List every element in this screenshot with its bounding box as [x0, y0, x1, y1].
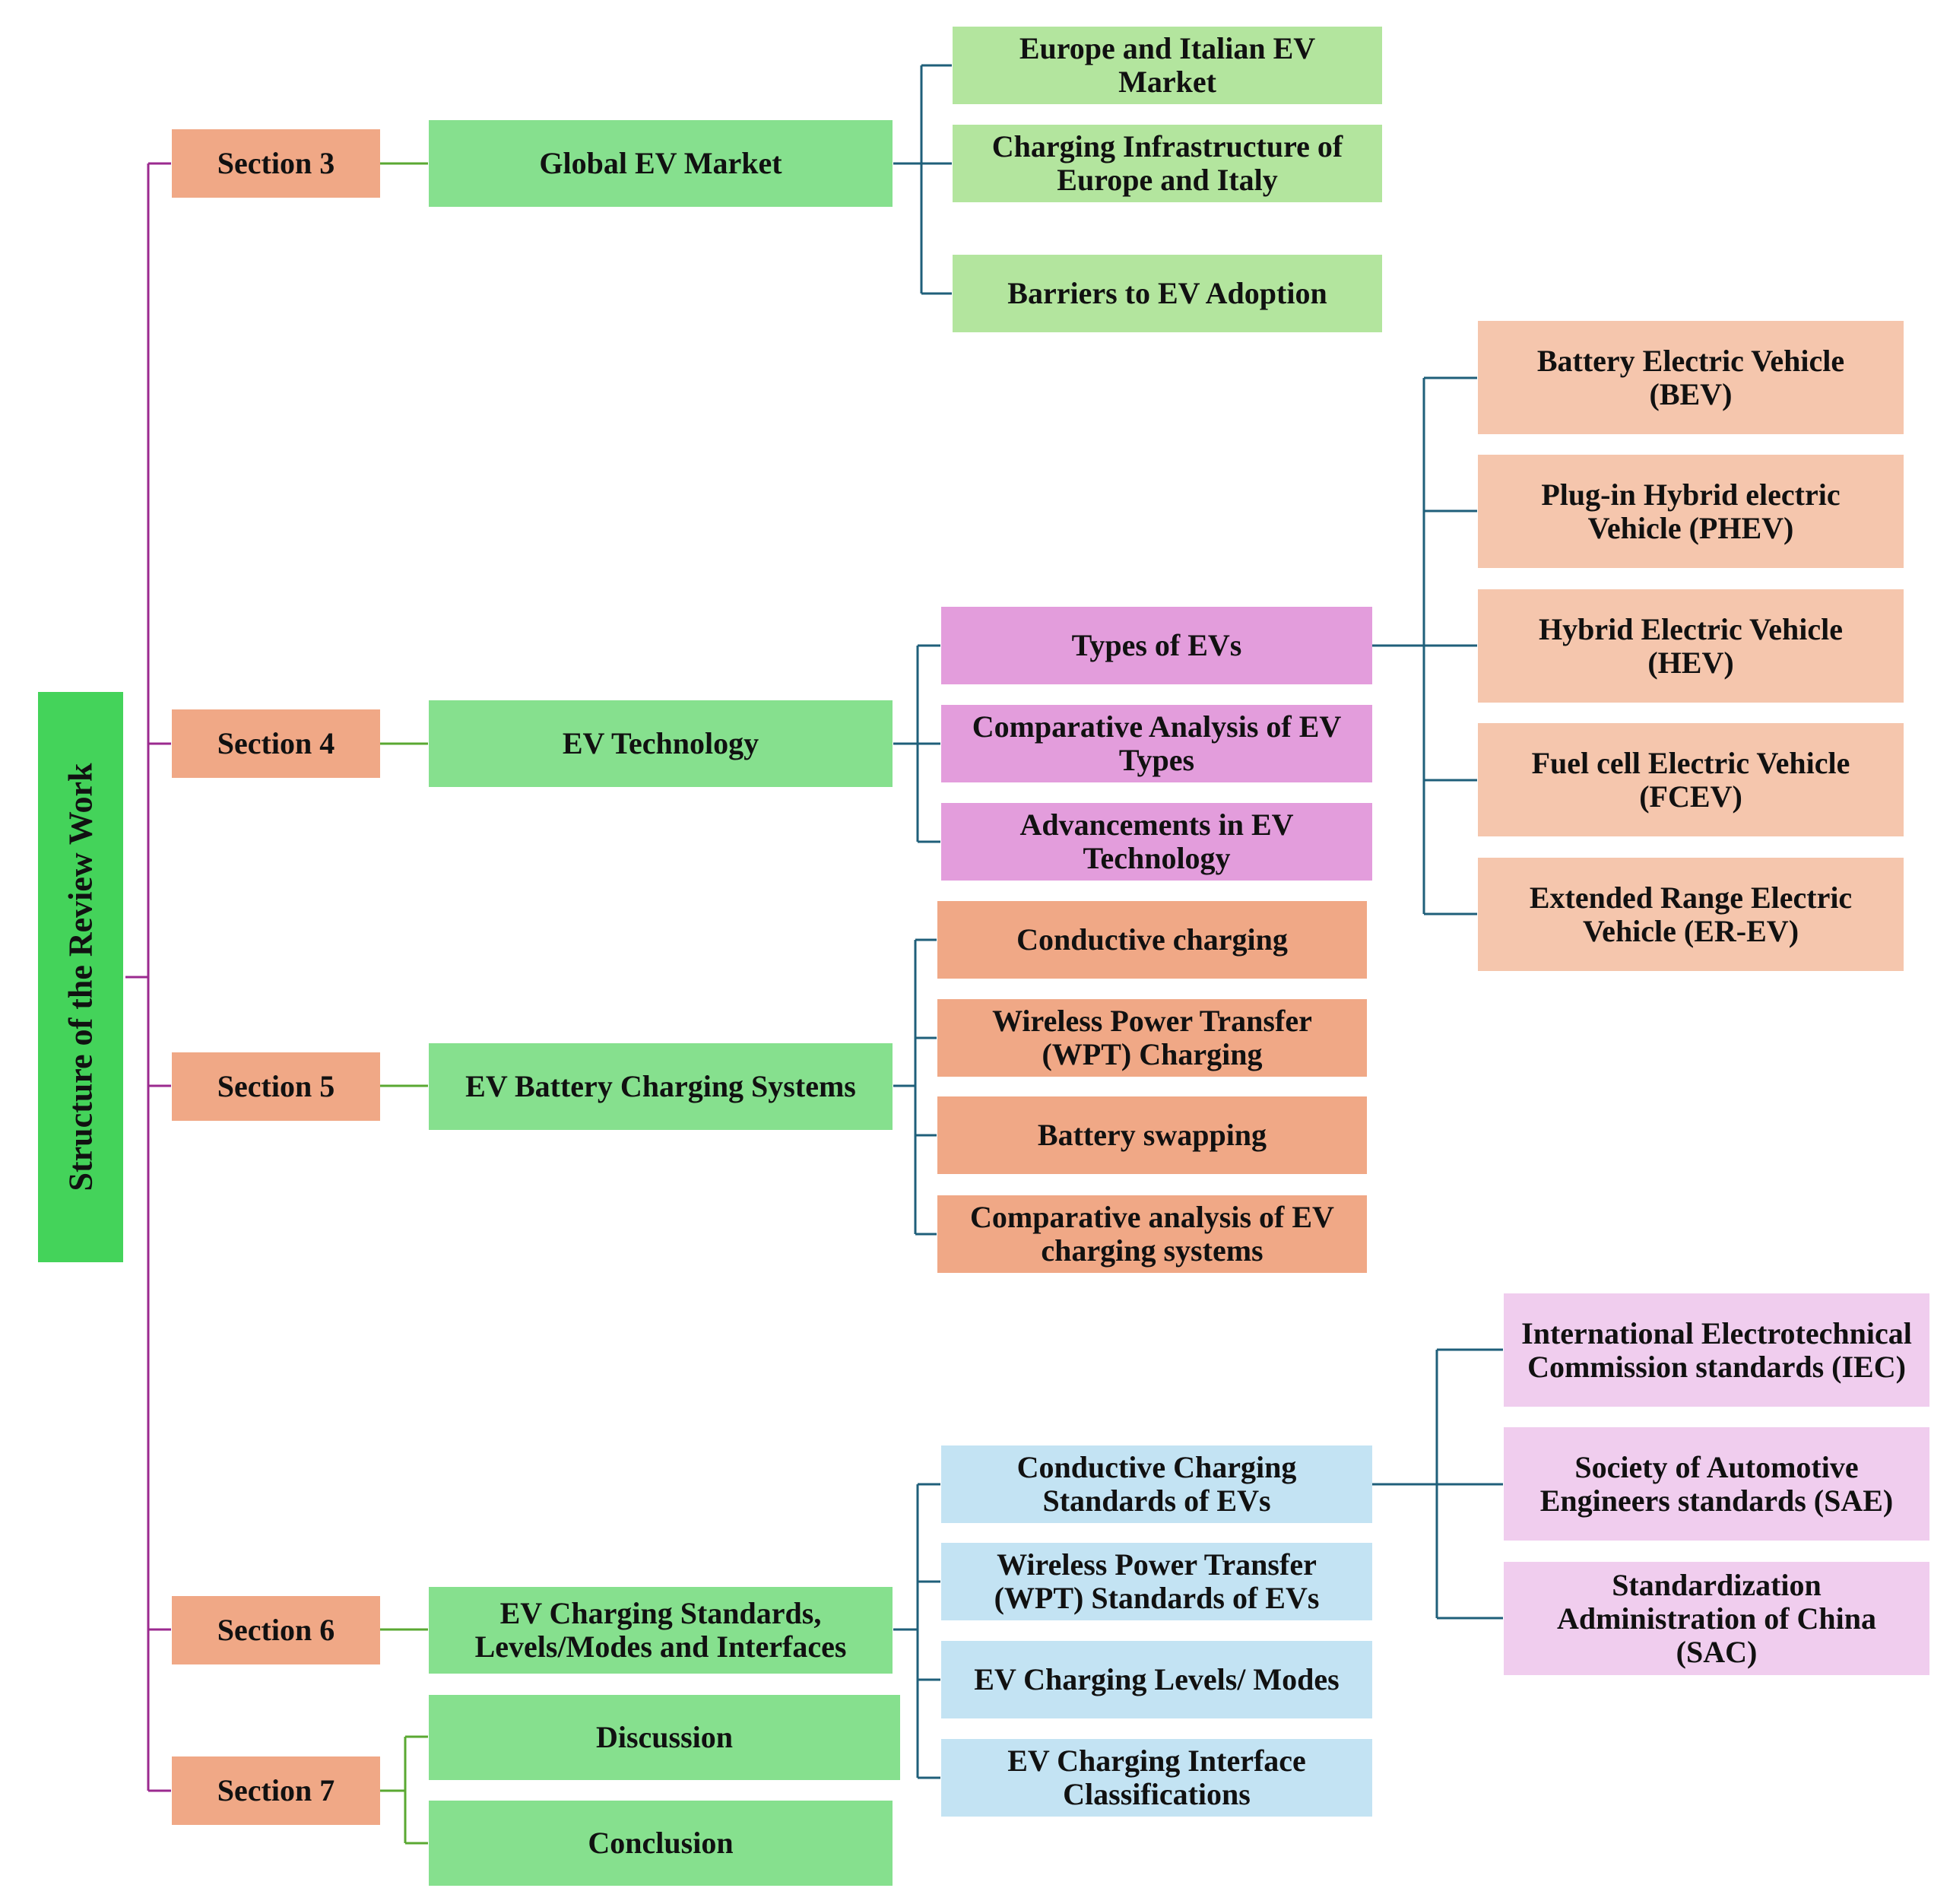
- standard-sae: Society of Automotive Engineers standard…: [1504, 1427, 1929, 1541]
- subtopic-charging-levels-modes: EV Charging Levels/ Modes: [941, 1641, 1372, 1718]
- root-node: Structure of the Review Work: [38, 692, 123, 1262]
- subtopic-types-of-evs: Types of EVs: [941, 607, 1372, 684]
- section-connectors: [380, 162, 428, 1845]
- topic-connectors: [893, 64, 1503, 1779]
- topic-ev-battery-charging-systems: EV Battery Charging Systems: [429, 1043, 893, 1130]
- ev-type-er-ev: Extended Range Electric Vehicle (ER-EV): [1478, 858, 1904, 971]
- subtopic-barriers-ev-adoption: Barriers to EV Adoption: [953, 255, 1382, 332]
- subtopic-charging-infrastructure: Charging Infrastructure of Europe and It…: [953, 125, 1382, 202]
- subtopic-charging-interface-classifications: EV Charging Interface Classifications: [941, 1739, 1372, 1817]
- standard-sac: Standardization Administration of China …: [1504, 1562, 1929, 1675]
- ev-type-bev: Battery Electric Vehicle (BEV): [1478, 321, 1904, 434]
- ev-type-phev: Plug-in Hybrid electric Vehicle (PHEV): [1478, 455, 1904, 568]
- topic-ev-charging-standards: EV Charging Standards, Levels/Modes and …: [429, 1587, 893, 1674]
- ev-type-fcev: Fuel cell Electric Vehicle (FCEV): [1478, 723, 1904, 836]
- section-4-node: Section 4: [172, 709, 380, 778]
- root-connectors: [125, 162, 171, 1792]
- subtopic-conductive-charging: Conductive charging: [937, 901, 1367, 979]
- topic-discussion: Discussion: [429, 1695, 900, 1780]
- section-5-node: Section 5: [172, 1052, 380, 1121]
- root-label: Structure of the Review Work: [62, 763, 99, 1192]
- section-3-node: Section 3: [172, 129, 380, 198]
- subtopic-comparative-charging-systems: Comparative analysis of EV charging syst…: [937, 1195, 1367, 1273]
- subtopic-wpt-charging: Wireless Power Transfer (WPT) Charging: [937, 999, 1367, 1077]
- subtopic-wpt-standards: Wireless Power Transfer (WPT) Standards …: [941, 1543, 1372, 1620]
- topic-ev-technology: EV Technology: [429, 700, 893, 787]
- section-6-node: Section 6: [172, 1596, 380, 1664]
- subtopic-comparative-analysis-ev-types: Comparative Analysis of EV Types: [941, 705, 1372, 782]
- subtopic-battery-swapping: Battery swapping: [937, 1096, 1367, 1174]
- standard-iec: International Electrotechnical Commissio…: [1504, 1293, 1929, 1407]
- topic-global-ev-market: Global EV Market: [429, 120, 893, 207]
- ev-type-hev: Hybrid Electric Vehicle (HEV): [1478, 589, 1904, 703]
- subtopic-advancements-ev-technology: Advancements in EV Technology: [941, 803, 1372, 881]
- subtopic-conductive-charging-standards: Conductive Charging Standards of EVs: [941, 1445, 1372, 1523]
- topic-conclusion: Conclusion: [429, 1801, 893, 1886]
- subtopic-europe-italian-ev-market: Europe and Italian EV Market: [953, 27, 1382, 104]
- section-7-node: Section 7: [172, 1756, 380, 1825]
